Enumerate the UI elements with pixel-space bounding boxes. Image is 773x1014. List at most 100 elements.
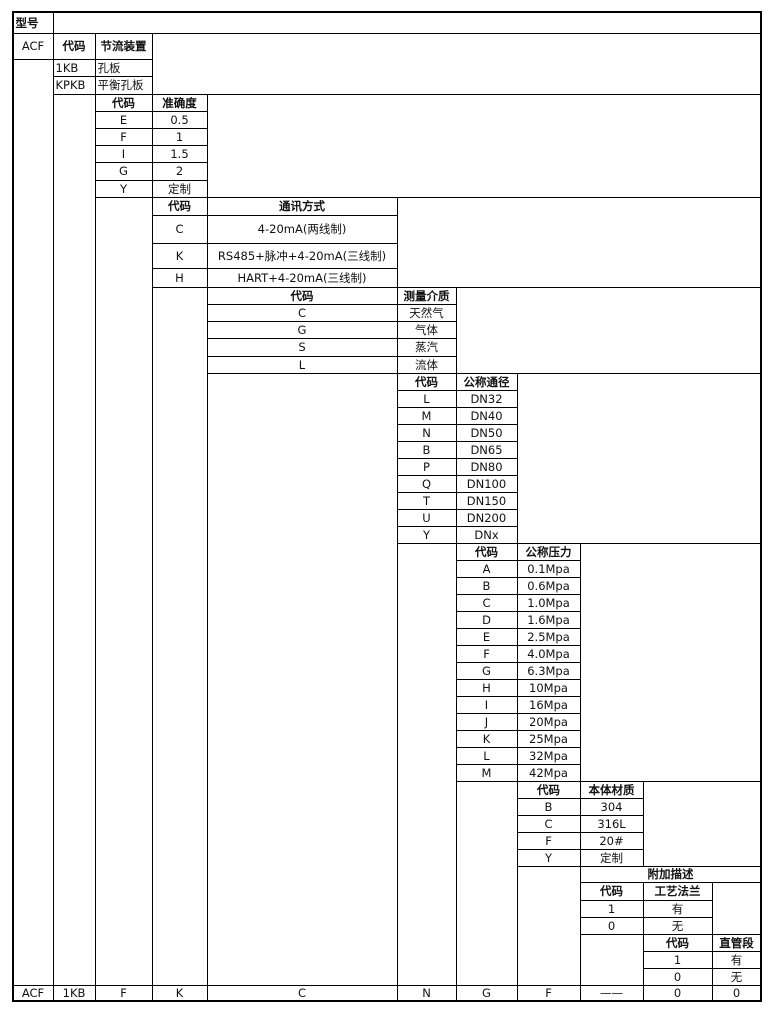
option-code: M (455, 763, 518, 782)
empty-cell (151, 32, 762, 95)
empty-cell (151, 286, 208, 986)
option-code: A (455, 559, 518, 578)
column-header: 测量介质 (396, 286, 457, 305)
option-code: E (94, 110, 153, 129)
empty-cell (396, 196, 762, 288)
option-code: M (396, 406, 457, 425)
option-label: DN100 (455, 474, 518, 493)
empty-cell (579, 542, 762, 782)
option-label: RS485+脉冲+4-20mA(三线制) (206, 242, 398, 269)
option-code: J (455, 712, 518, 731)
option-code: C (516, 814, 581, 833)
column-header: 本体材质 (579, 780, 644, 799)
option-code: G (455, 661, 518, 680)
empty-cell (642, 780, 762, 867)
option-label: 316L (579, 814, 644, 833)
option-code: L (206, 355, 398, 374)
option-code: Q (396, 474, 457, 493)
option-label: DN40 (455, 406, 518, 425)
option-label: DN200 (455, 508, 518, 527)
option-label: 32Mpa (516, 746, 581, 765)
option-code: 0 (642, 967, 713, 986)
option-label: 4-20mA(两线制) (206, 214, 398, 244)
option-code: L (455, 746, 518, 765)
option-label: 42Mpa (516, 763, 581, 782)
example-cell: ACF (12, 984, 54, 1002)
empty-cell (455, 780, 518, 986)
option-code: I (455, 695, 518, 714)
column-header: 准确度 (151, 93, 208, 112)
column-header: 通讯方式 (206, 196, 398, 216)
option-code: C (455, 593, 518, 612)
option-label: 0.5 (151, 110, 208, 129)
option-label: DN32 (455, 389, 518, 408)
option-code: F (455, 644, 518, 663)
option-code: 0 (579, 916, 644, 935)
option-label: 气体 (396, 320, 457, 339)
option-label: 4.0Mpa (516, 644, 581, 663)
empty-cell (52, 11, 762, 34)
option-code: T (396, 491, 457, 510)
option-label: 20# (579, 831, 644, 850)
code-header: 代码 (455, 542, 518, 561)
example-cell: F (94, 984, 153, 1002)
option-code: 1 (642, 950, 713, 969)
option-label: DN80 (455, 457, 518, 476)
model-code: ACF (12, 32, 54, 60)
option-code: I (94, 144, 153, 163)
option-code: E (455, 627, 518, 646)
option-label: 0.1Mpa (516, 559, 581, 578)
empty-cell (52, 93, 96, 986)
empty-cell (12, 58, 54, 986)
option-label: DN65 (455, 440, 518, 459)
option-code: L (396, 389, 457, 408)
option-code: C (206, 303, 398, 322)
option-label: 定制 (579, 848, 644, 867)
option-label: 1.6Mpa (516, 610, 581, 629)
empty-cell (516, 865, 581, 986)
option-label: 1.0Mpa (516, 593, 581, 612)
code-header: 代码 (94, 93, 153, 112)
option-code: KPKB (52, 75, 96, 95)
option-code: H (455, 678, 518, 697)
option-label: 2.5Mpa (516, 627, 581, 646)
empty-cell (711, 881, 762, 935)
option-label: 蒸汽 (396, 337, 457, 357)
empty-cell (396, 542, 457, 986)
code-header: 代码 (206, 286, 398, 305)
example-cell: 0 (711, 984, 762, 1002)
option-label: DN150 (455, 491, 518, 510)
option-label: 定制 (151, 179, 208, 198)
option-label: 孔板 (94, 58, 153, 77)
code-header: 代码 (52, 32, 96, 60)
option-code: 1KB (52, 58, 96, 77)
option-label: 平衡孔板 (94, 75, 153, 95)
option-code: K (151, 242, 208, 269)
option-code: K (455, 729, 518, 748)
empty-cell (206, 93, 762, 198)
option-label: 25Mpa (516, 729, 581, 748)
option-code: Y (396, 525, 457, 544)
example-cell: K (151, 984, 208, 1002)
example-cell: 0 (642, 984, 713, 1002)
option-code: G (94, 161, 153, 181)
code-header: 代码 (396, 372, 457, 391)
column-header: 公称压力 (516, 542, 581, 561)
empty-cell (206, 372, 398, 986)
option-code: C (151, 214, 208, 244)
option-code: B (455, 576, 518, 595)
option-code: B (516, 797, 581, 816)
option-label: 有 (642, 899, 713, 918)
option-label: 20Mpa (516, 712, 581, 731)
column-header: 直管段 (711, 933, 762, 952)
option-label: 天然气 (396, 303, 457, 322)
option-label: DN50 (455, 423, 518, 442)
code-header: 代码 (579, 881, 644, 901)
option-code: Y (94, 179, 153, 198)
option-code: F (516, 831, 581, 850)
code-header: 代码 (516, 780, 581, 799)
option-label: 304 (579, 797, 644, 816)
option-label: 流体 (396, 355, 457, 374)
example-cell: —— (579, 984, 644, 1002)
option-label: DNx (455, 525, 518, 544)
